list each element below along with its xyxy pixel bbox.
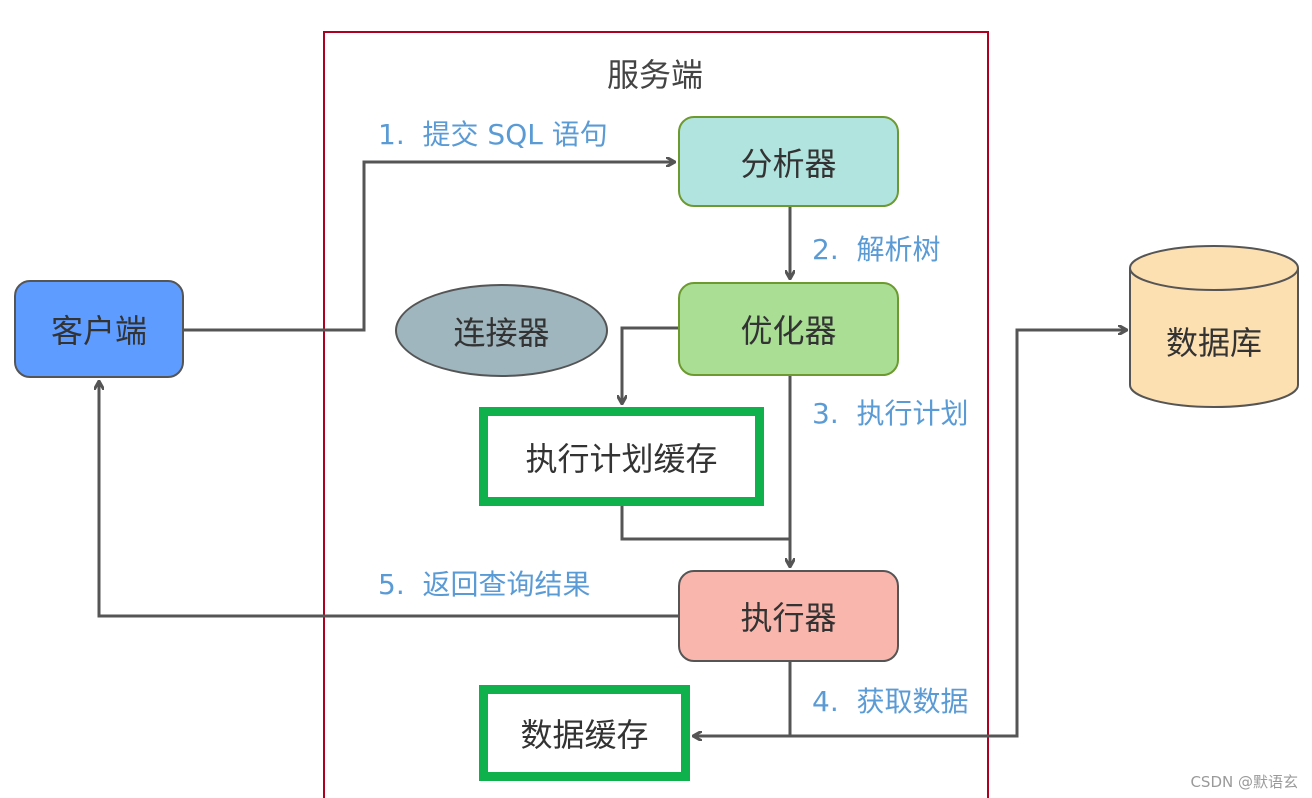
optimizer-node: 优化器 (678, 282, 899, 376)
arrow-return-result (99, 382, 678, 618)
step-return-result-label: 5. 返回查询结果 (378, 568, 591, 601)
server-title: 服务端 (606, 56, 703, 94)
executor-node: 执行器 (678, 570, 899, 662)
plan-cache-node: 执行计划缓存 (479, 407, 764, 506)
arrow-submit-sql (184, 162, 674, 332)
step-parse-tree-label: 2. 解析树 (812, 233, 941, 266)
step-fetch-data-label: 4. 获取数据 (812, 685, 969, 718)
arrow-to-plan-cache (622, 326, 678, 403)
data-cache-node: 数据缓存 (479, 685, 690, 781)
step-submit-sql-label: 1. 提交 SQL 语句 (378, 118, 608, 151)
arrow-fetch-data-database (790, 330, 1126, 738)
database-label: 数据库 (1165, 324, 1262, 362)
arrow-plan-cache-to-executor (620, 506, 790, 541)
step-exec-plan-label: 3. 执行计划 (812, 397, 969, 430)
connector-node: 连接器 (395, 284, 608, 377)
analyzer-node: 分析器 (678, 116, 899, 207)
arrow-fetch-data-cache (694, 662, 792, 736)
client-node: 客户端 (14, 280, 184, 378)
database-cylinder-icon (1129, 245, 1299, 408)
server-boundary (323, 31, 989, 798)
watermark: CSDN @默语玄 (1190, 773, 1298, 791)
